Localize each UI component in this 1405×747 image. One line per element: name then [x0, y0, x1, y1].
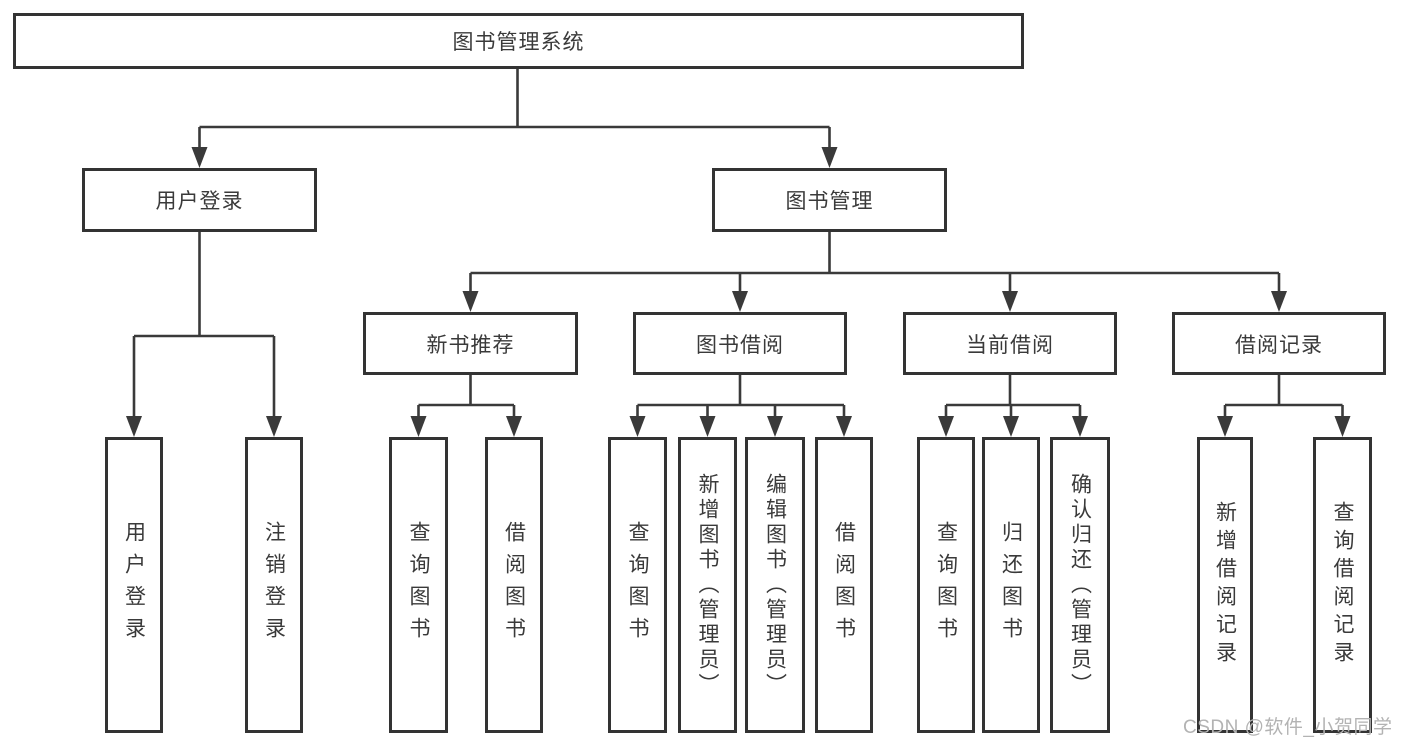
leaf-logout-label: 注销登录	[262, 521, 286, 649]
node-book-management: 图书管理	[712, 168, 947, 232]
node-book-borrowing-label: 图书借阅	[696, 333, 784, 357]
csdn-watermark: CSDN @软件_小贺同学	[1183, 717, 1393, 738]
leaf-user-login-label: 用户登录	[122, 521, 146, 649]
node-root-label: 图书管理系统	[452, 31, 585, 54]
leaf-confirm-return-admin: 确认归还（管理员）	[1050, 437, 1110, 733]
node-new-book-recommendation-label: 新书推荐	[426, 333, 515, 357]
node-borrowing-records: 借阅记录	[1172, 312, 1386, 375]
leaf-query-borrow-record: 查询借阅记录	[1313, 437, 1372, 733]
node-book-borrowing: 图书借阅	[633, 312, 847, 375]
leaf-query-book-current-label: 查询图书	[934, 521, 958, 649]
leaf-add-book-admin-label: 新增图书（管理员）	[696, 472, 719, 698]
leaf-add-book-admin: 新增图书（管理员）	[678, 437, 737, 733]
leaf-return-book-label: 归还图书	[999, 521, 1023, 649]
leaf-borrow-book-recommend-label: 借阅图书	[502, 521, 526, 649]
leaf-edit-book-admin: 编辑图书（管理员）	[745, 437, 805, 733]
node-borrowing-records-label: 借阅记录	[1235, 333, 1323, 357]
leaf-user-login: 用户登录	[105, 437, 163, 733]
node-current-borrowing: 当前借阅	[903, 312, 1117, 375]
leaf-logout: 注销登录	[245, 437, 303, 733]
leaf-return-book: 归还图书	[982, 437, 1040, 733]
leaf-query-book-borrow: 查询图书	[608, 437, 667, 733]
leaf-edit-book-admin-label: 编辑图书（管理员）	[763, 472, 787, 698]
node-new-book-recommendation: 新书推荐	[363, 312, 578, 375]
leaf-query-book-recommend: 查询图书	[389, 437, 448, 733]
leaf-add-borrow-record: 新增借阅记录	[1197, 437, 1253, 733]
leaf-borrow-book-label: 借阅图书	[832, 521, 856, 649]
leaf-query-book-recommend-label: 查询图书	[407, 521, 430, 649]
node-book-management-label: 图书管理	[785, 190, 874, 213]
leaf-query-book-current: 查询图书	[917, 437, 975, 733]
leaf-borrow-book: 借阅图书	[815, 437, 873, 733]
node-user-login: 用户登录	[82, 168, 317, 232]
node-user-login-label: 用户登录	[155, 190, 244, 213]
leaf-borrow-book-recommend: 借阅图书	[485, 437, 543, 733]
node-current-borrowing-label: 当前借阅	[966, 333, 1054, 357]
leaf-confirm-return-admin-label: 确认归还（管理员）	[1068, 472, 1092, 698]
node-root: 图书管理系统	[13, 13, 1024, 69]
leaf-add-borrow-record-label: 新增借阅记录	[1213, 501, 1237, 669]
leaf-query-borrow-record-label: 查询借阅记录	[1331, 501, 1354, 669]
leaf-query-book-borrow-label: 查询图书	[626, 521, 649, 649]
